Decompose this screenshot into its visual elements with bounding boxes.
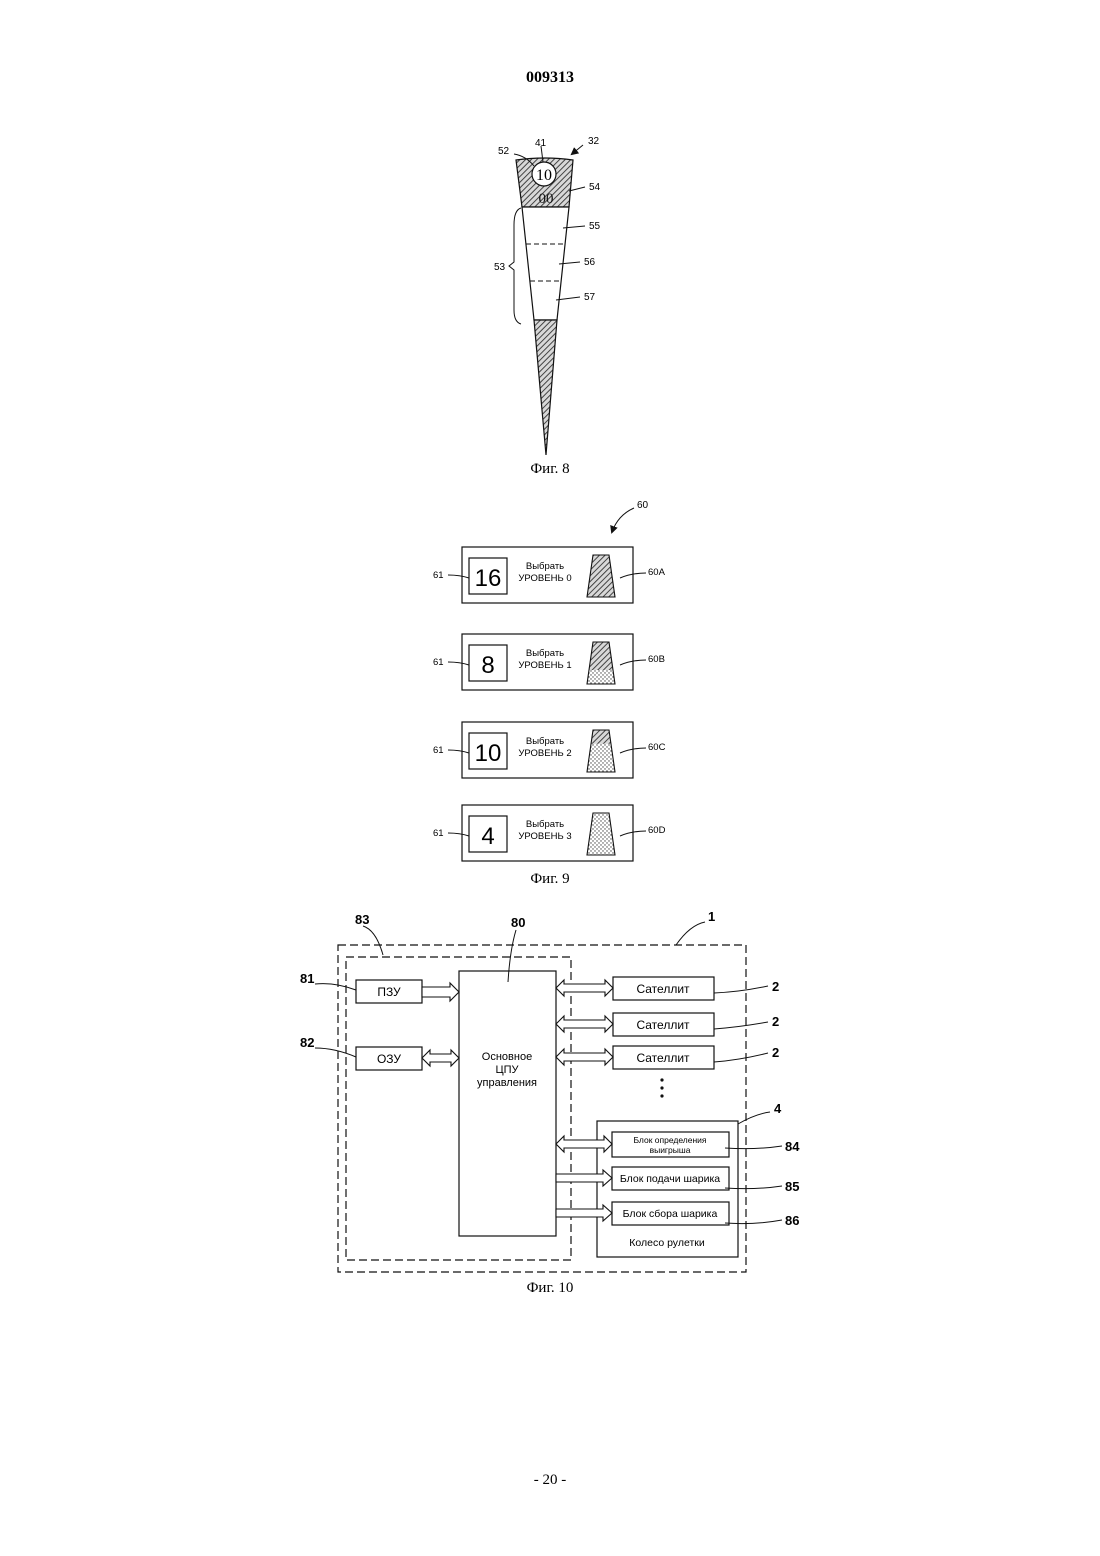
fig10-ref-2a: 2 [772,979,779,994]
fig9-panel-3: 4 ВыбратьУРОВЕНЬ 3 61 60D [433,805,666,861]
fig8-ref-56: 56 [584,257,596,268]
fig10-arrow-cpu-collect [556,1205,612,1221]
fig10-ref-86: 86 [785,1213,799,1228]
fig9-ref-left: 61 [433,828,444,839]
fig10-rom-label: ПЗУ [377,985,401,999]
fig9-caption: Фиг. 9 [530,871,569,887]
fig10-ram-label: ОЗУ [377,1052,401,1066]
fig9-number: 8 [481,652,494,679]
fig9-label-line-2: УРОВЕНЬ 0 [518,573,571,584]
document-number: 009313 [526,69,574,86]
fig10-ref-1: 1 [708,909,715,924]
fig10-satellite-1-label: Сателлит [636,982,690,996]
fig9-group-leader [612,508,634,532]
page-number: - 20 - [534,1472,567,1488]
fig10-arrow-cpu-feed [556,1170,612,1186]
fig9-label-line-2: УРОВЕНЬ 1 [518,660,571,671]
fig9-label-line-1: Выбрать [526,561,564,572]
fig9-label-line-1: Выбрать [526,648,564,659]
fig9-ref-left: 61 [433,745,444,756]
fig9-label-line-1: Выбрать [526,819,564,830]
fig9-ref-left: 61 [433,657,444,668]
fig8-ref-32: 32 [588,136,600,147]
fig9-ref-right: 60B [648,654,665,665]
fig10-cpu-line-2: ЦПУ [495,1064,519,1076]
fig10-ball-collect-label: Блок сбора шарика [623,1208,718,1220]
fig10-win-block-line-2: выигрыша [650,1145,691,1155]
fig9-ref-left: 61 [433,570,444,581]
fig10-ref-80: 80 [511,915,525,930]
fig9-level-dotted [587,670,615,684]
fig9-level-dotted [587,744,615,772]
fig9-panels: 16ВыбратьУРОВЕНЬ 06160A8ВыбратьУРОВЕНЬ 1… [433,547,666,861]
fig10-arrow-cpu-sat-3 [556,1049,613,1065]
fig10-ellipsis [660,1078,663,1097]
fig10-block-diagram: ПЗУ ОЗУ Основное ЦПУ управления Сателлит… [300,909,800,1272]
fig10-arrow-cpu-sat-2 [556,1016,613,1032]
fig10-arrow-ram-cpu [422,1050,459,1066]
fig10-arrow-rom-cpu [422,983,459,1001]
fig10-ref-84: 84 [785,1139,800,1154]
fig9-level-hatched [591,730,611,744]
fig9-label-line-2: УРОВЕНЬ 2 [518,748,571,759]
fig9-label-line-1: Выбрать [526,736,564,747]
fig8-number-circle-text: 10 [536,167,552,184]
fig9-ref-right: 60D [648,825,666,836]
fig9-number: 10 [475,740,502,767]
fig10-roulette-label: Колесо рулетки [629,1237,705,1249]
fig10-ball-feed-label: Блок подачи шарика [620,1173,720,1185]
fig8-ref-55: 55 [589,221,601,232]
fig9-panel-0: 16 ВыбратьУРОВЕНЬ 0 61 60A [433,547,666,603]
fig10-arrow-cpu-win [556,1136,612,1152]
fig9-panel-1: 8 ВыбратьУРОВЕНЬ 1 61 60B [433,634,665,690]
fig10-ref-82: 82 [300,1035,314,1050]
fig9-label-line-2: УРОВЕНЬ 3 [518,831,571,842]
fig10-ref-83: 83 [355,912,369,927]
fig9-panel-2: 10 ВыбратьУРОВЕНЬ 2 61 60C [433,722,666,778]
fig10-cpu-line-1: Основное [482,1051,532,1063]
fig8-ref-57: 57 [584,292,596,303]
fig10-arrow-cpu-sat-1 [556,980,613,996]
fig9-ref-right: 60C [648,742,666,753]
fig9-ref-right: 60A [648,567,666,578]
fig10-ref-4: 4 [774,1101,782,1116]
fig10-caption: Фиг. 10 [527,1280,574,1296]
fig10-satellite-3-label: Сателлит [636,1051,690,1065]
fig10-satellite-2-label: Сателлит [636,1018,690,1032]
fig9-ref-60: 60 [637,500,649,511]
fig8-tail-section [534,320,557,455]
fig10-win-block-line-1: Блок определения [633,1135,706,1145]
fig10-cpu-block [459,971,556,1236]
fig8-pointer: 10 00 [516,158,573,455]
fig10-ref-2b: 2 [772,1014,779,1029]
fig9-number: 4 [481,823,494,850]
fig8-ref-53: 53 [494,262,506,273]
fig8-ref-52: 52 [498,146,510,157]
fig8-caption: Фиг. 8 [530,461,569,477]
fig8-ref-41: 41 [535,138,547,149]
fig10-cpu-line-3: управления [477,1077,537,1089]
fig8-number-below: 00 [539,191,554,207]
fig10-ref-2c: 2 [772,1045,779,1060]
fig9-number: 16 [475,565,502,592]
fig8-ref-54: 54 [589,182,601,193]
fig10-ref-85: 85 [785,1179,799,1194]
fig10-ref-81: 81 [300,971,314,986]
